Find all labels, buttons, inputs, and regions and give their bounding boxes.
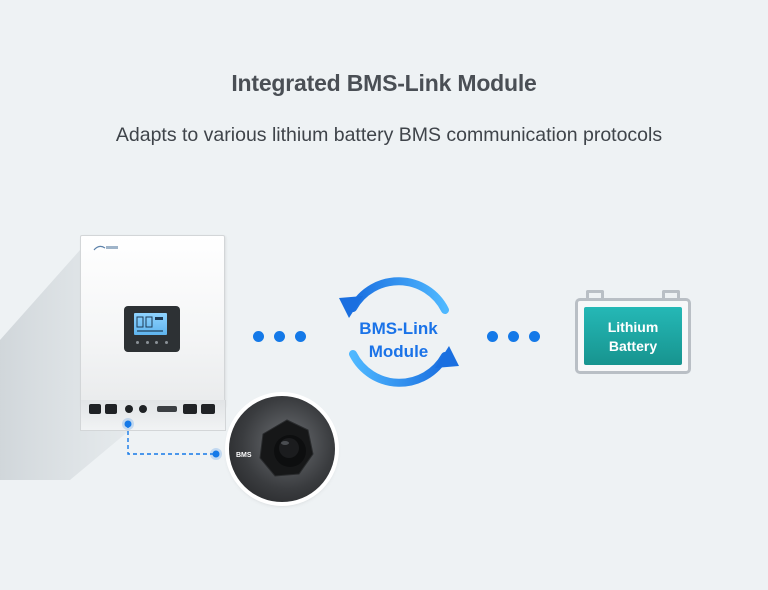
page-title: Integrated BMS-Link Module [231,70,537,96]
connection-dots-right [487,331,540,342]
battery-label: Lithium Battery [584,318,682,356]
bms-port-label: BMS [236,452,252,459]
page-subtitle: Adapts to various lithium battery BMS co… [115,124,663,146]
cycle-arrows-icon [339,277,459,387]
inverter-display [124,306,180,352]
battery-terminal-right [662,290,680,299]
inverter-screen [134,313,167,335]
bms-link-line1: BMS-Link [359,319,438,338]
connection-dots-left [253,331,306,342]
inverter-icon [80,235,225,407]
bms-link-line2: Module [368,342,429,361]
battery-terminal-left [586,290,604,299]
inverter-keys [136,341,168,344]
battery-label-line2: Battery [608,338,658,354]
battery-label-line1: Lithium [607,319,659,335]
bms-link-module-label: BMS-Link Module [351,317,446,363]
bms-port-closeup [229,396,335,502]
battery-fill [584,307,682,365]
inverter-port-panel [80,400,226,431]
bms-port-icon [259,419,314,477]
inverter-logo-icon [93,244,119,254]
